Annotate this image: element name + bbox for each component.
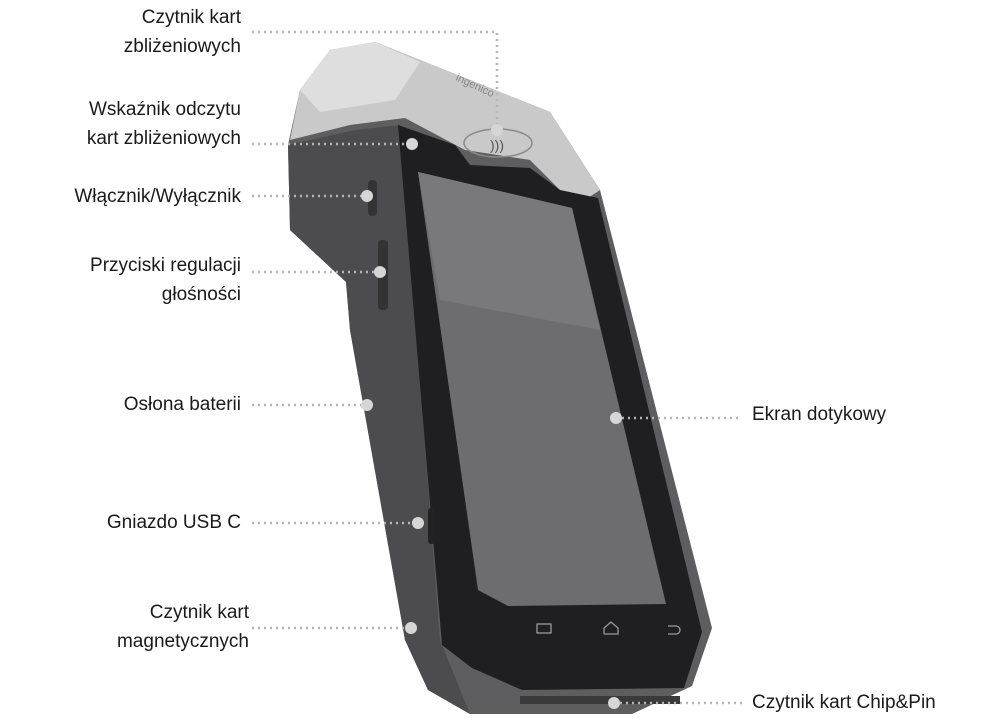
payment-terminal: ))) ingenico (288, 42, 712, 714)
menu-key-icon (536, 623, 552, 634)
chip-reader-slot (520, 696, 680, 704)
contactless-icon: ))) (490, 137, 504, 153)
label-touchscreen: Ekran dotykowy (752, 404, 887, 425)
terminal-side-shade (288, 125, 470, 714)
label-chip-reader: Czytnik kart Chip&Pin (752, 692, 936, 713)
usb-c-port (428, 508, 435, 544)
label-line: magnetycznych (116, 631, 249, 652)
label-usb-port: Gniazdo USB C (106, 512, 241, 533)
label-contactless-indicator: Wskaźnik odczytu kart zbliżeniowych (87, 95, 241, 153)
nav-keys (536, 621, 681, 635)
label-line: zbliżeniowych (123, 36, 241, 57)
label-volume-buttons: Przyciski regulacji głośności (90, 251, 241, 309)
label-line: Przyciski regulacji (90, 255, 241, 276)
label-line: kart zbliżeniowych (86, 128, 241, 149)
label-line: Wskaźnik odczytu (88, 99, 241, 120)
top-cap-highlight (300, 42, 420, 112)
label-line: Czytnik kart (149, 602, 249, 623)
screen-glare (418, 172, 600, 330)
label-line: głośności (161, 284, 241, 305)
label-magstripe-reader: Czytnik kart magnetycznych (117, 598, 249, 656)
label-contactless-reader: Czytnik kart zbliżeniowych (124, 3, 241, 61)
label-power-button: Włącznik/Wyłącznik (74, 186, 241, 207)
back-key-icon (668, 625, 681, 635)
label-battery-cover: Osłona baterii (123, 394, 241, 415)
home-key-icon (603, 621, 619, 635)
leader-lines (252, 30, 742, 705)
label-line: Czytnik kart (141, 7, 241, 28)
leader-dots (361, 124, 622, 709)
